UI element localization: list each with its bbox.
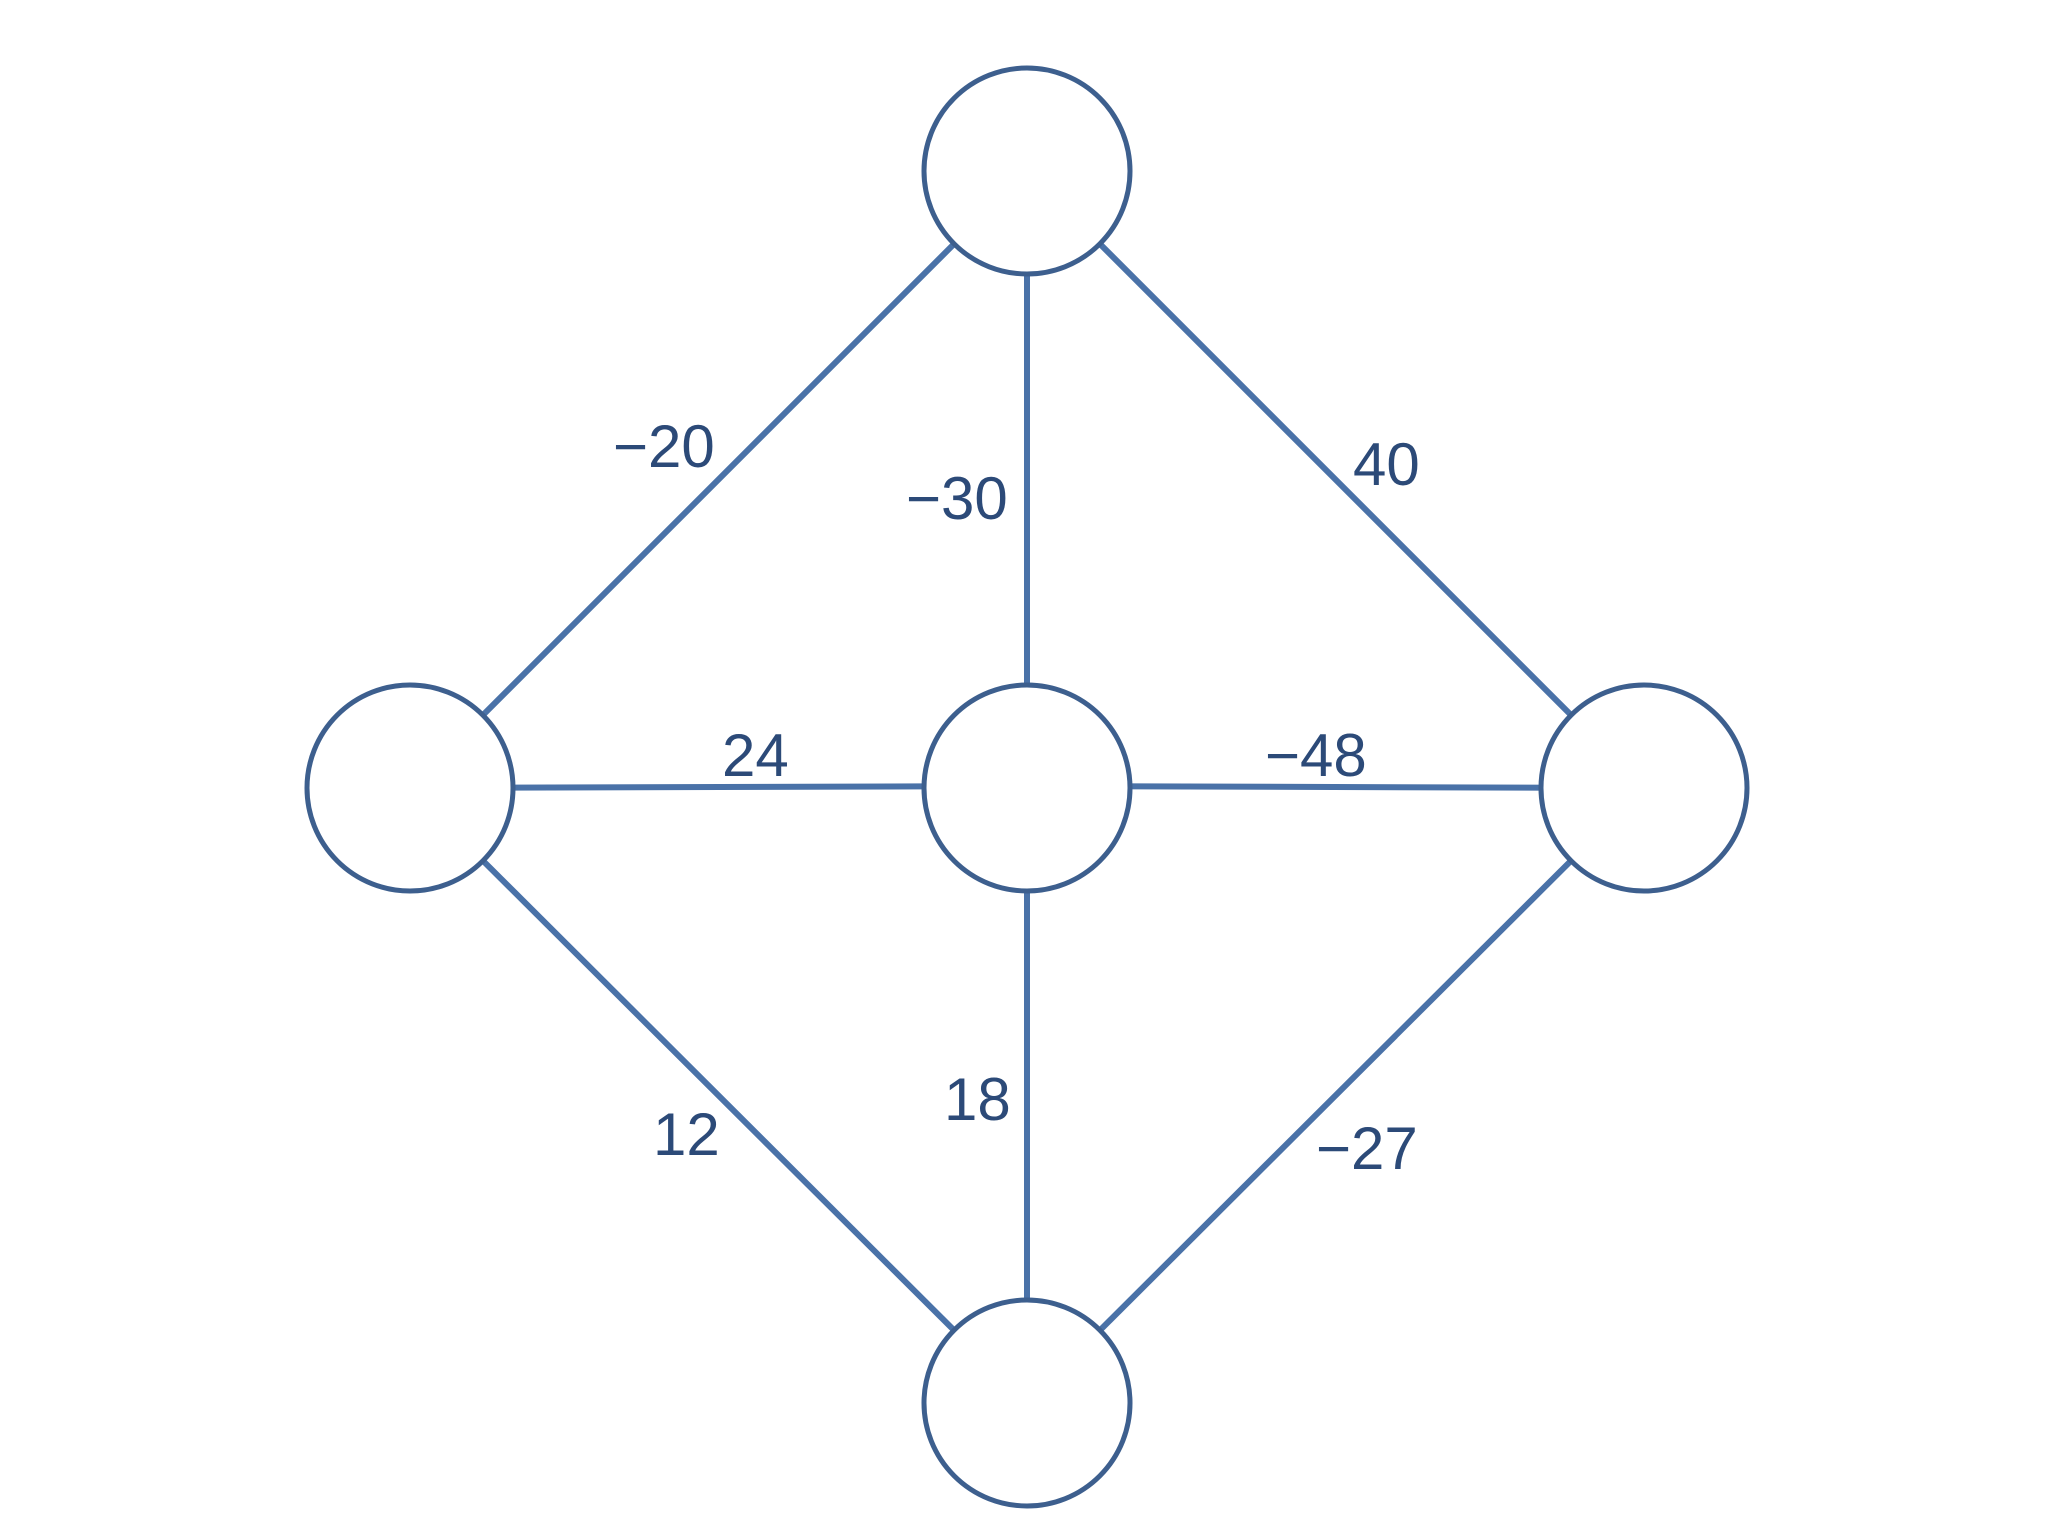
edge-label-top-right: 40: [1353, 431, 1420, 498]
edge-label-left-bottom: 12: [653, 1101, 720, 1168]
edge-right-bottom: [1024, 785, 1647, 1406]
edge-label-center-right: −48: [1265, 722, 1367, 789]
edge-top-left: [407, 168, 1030, 791]
edge-label-left-center: 24: [722, 722, 789, 789]
node-right: [1538, 682, 1750, 894]
node-top: [921, 65, 1133, 277]
edge-labels: −20 −30 40 24 −48 12 18 −27: [613, 413, 1420, 1182]
edge-label-top-left: −20: [613, 413, 715, 480]
edge-label-center-bottom: 18: [944, 1066, 1011, 1133]
edge-label-right-bottom: −27: [1316, 1115, 1418, 1182]
edge-label-top-center: −30: [906, 465, 1008, 532]
edge-left-bottom: [407, 785, 1030, 1406]
node-bottom: [921, 1297, 1133, 1509]
nodes: [304, 65, 1750, 1509]
node-center: [921, 682, 1133, 894]
edge-top-right: [1024, 168, 1647, 791]
node-left: [304, 682, 516, 894]
